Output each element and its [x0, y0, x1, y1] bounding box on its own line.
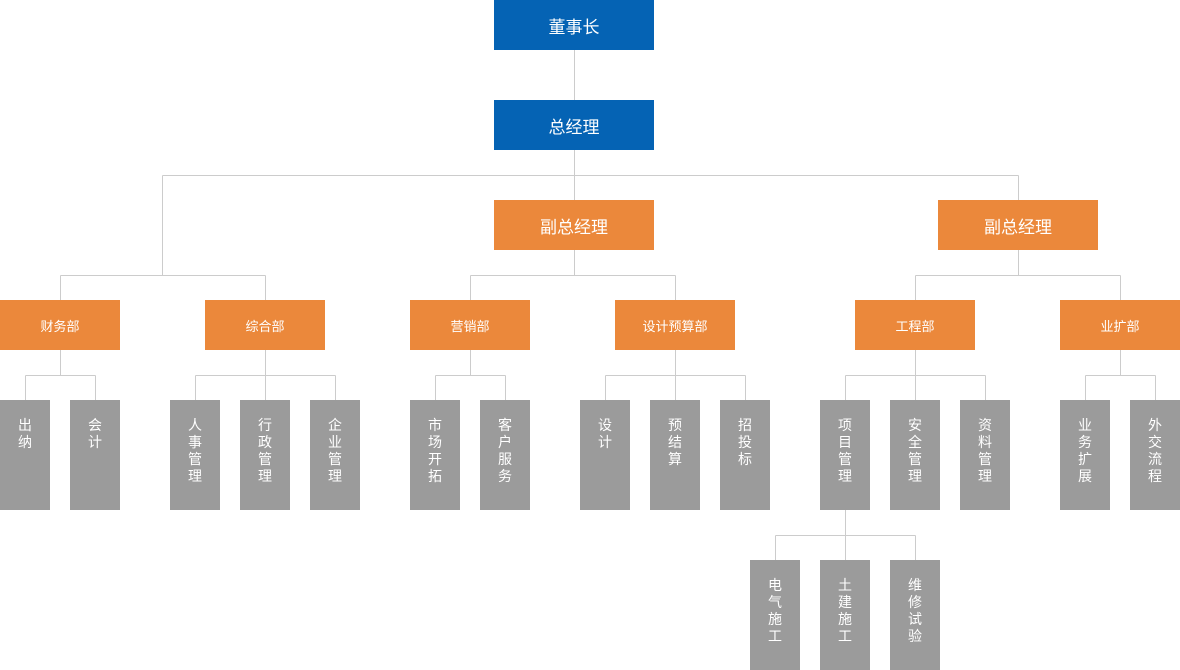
node-label: 客户服务	[498, 418, 512, 485]
dept-design-budget: 设计预算部	[615, 300, 735, 350]
node-label: 工程部	[895, 319, 935, 335]
node-label: 外交流程	[1148, 418, 1162, 485]
node-label: 董事长	[548, 17, 600, 38]
unit-design: 设计	[580, 400, 630, 510]
node-label: 预结算	[668, 418, 682, 468]
node-label: 市场开拓	[428, 418, 442, 485]
node-label: 安全管理	[908, 418, 922, 485]
dept-engineering: 工程部	[855, 300, 975, 350]
unit-document-mgmt: 资料管理	[960, 400, 1010, 510]
node-label: 行政管理	[258, 418, 272, 485]
unit-civil-construction: 土建施工	[820, 560, 870, 670]
node-label: 营销部	[450, 319, 490, 335]
unit-safety-mgmt: 安全管理	[890, 400, 940, 510]
unit-hr: 人事管理	[170, 400, 220, 510]
node-label: 电气施工	[768, 578, 782, 645]
unit-accounting: 会计	[70, 400, 120, 510]
node-label: 会计	[88, 418, 102, 451]
node-label: 招投标	[738, 418, 752, 468]
unit-maintenance-testing: 维修试验	[890, 560, 940, 670]
unit-enterprise-mgmt: 企业管理	[310, 400, 360, 510]
unit-customer-service: 客户服务	[480, 400, 530, 510]
node-label: 业扩部	[1100, 319, 1140, 335]
node-label: 企业管理	[328, 418, 342, 485]
dept-marketing: 营销部	[410, 300, 530, 350]
node-label: 人事管理	[188, 418, 202, 485]
unit-market-dev: 市场开拓	[410, 400, 460, 510]
unit-admin: 行政管理	[240, 400, 290, 510]
node-label: 综合部	[245, 319, 285, 335]
node-label: 业务扩展	[1078, 418, 1092, 485]
general-manager-node: 总经理	[494, 100, 654, 150]
node-label: 项目管理	[838, 418, 852, 485]
node-label: 总经理	[548, 117, 600, 138]
unit-external-process: 外交流程	[1130, 400, 1180, 510]
node-label: 土建施工	[838, 578, 852, 645]
chairman-node: 董事长	[494, 0, 654, 50]
unit-business-expansion: 业务扩展	[1060, 400, 1110, 510]
node-label: 维修试验	[908, 578, 922, 645]
unit-project-mgmt: 项目管理	[820, 400, 870, 510]
node-label: 设计预算部	[642, 319, 708, 335]
unit-electrical-construction: 电气施工	[750, 560, 800, 670]
vice-gm-node-1: 副总经理	[494, 200, 654, 250]
node-label: 副总经理	[984, 217, 1052, 238]
unit-bidding: 招投标	[720, 400, 770, 510]
node-label: 资料管理	[978, 418, 992, 485]
node-label: 副总经理	[540, 217, 608, 238]
dept-general: 综合部	[205, 300, 325, 350]
unit-cashier: 出纳	[0, 400, 50, 510]
node-label: 财务部	[40, 319, 80, 335]
unit-budget: 预结算	[650, 400, 700, 510]
dept-finance: 财务部	[0, 300, 120, 350]
node-label: 设计	[598, 418, 612, 451]
dept-business-expansion: 业扩部	[1060, 300, 1180, 350]
vice-gm-node-2: 副总经理	[938, 200, 1098, 250]
node-label: 出纳	[18, 418, 32, 451]
